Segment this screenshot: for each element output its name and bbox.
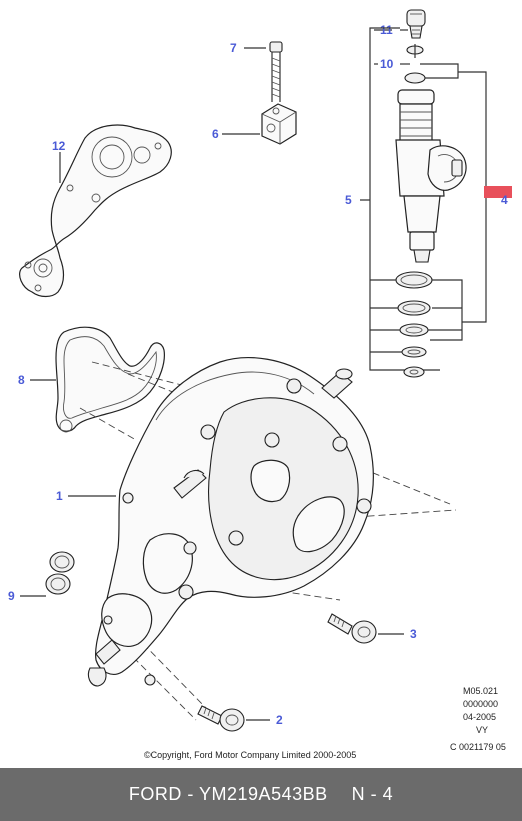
callout-7: 7 [230, 41, 237, 55]
part-6-clamp [261, 103, 297, 145]
part-12-gasket [19, 124, 172, 298]
part-11-bolt [406, 9, 426, 39]
part-1-vacuum-pump [87, 356, 374, 687]
callout-5: 5 [345, 193, 352, 207]
meta-line-5: C 0021179 05 [450, 742, 506, 752]
meta-line-2: 0000000 [463, 699, 498, 709]
part-7-bolt [269, 41, 283, 102]
callout-11: 11 [380, 23, 393, 37]
callout-9: 9 [8, 589, 15, 603]
part-9-o-rings [45, 551, 75, 595]
part-8-pump-gasket [55, 326, 165, 433]
part-4-highlight [484, 186, 512, 198]
part-2-bolt [197, 705, 245, 732]
drawing-meta: M05.021 0000000 04-2005 VY C 0021179 05 [450, 686, 506, 752]
callout-6: 6 [212, 127, 219, 141]
meta-line-4: VY [476, 725, 488, 735]
callout-1: 1 [56, 489, 63, 503]
callout-3: 3 [410, 627, 417, 641]
callout-2: 2 [276, 713, 283, 727]
part-10-washers [404, 44, 426, 84]
callout-12: 12 [52, 139, 66, 153]
meta-line-3: 04-2005 [463, 712, 496, 722]
callout-8: 8 [18, 373, 25, 387]
part-3-bolt [327, 613, 377, 644]
meta-line-1: M05.021 [463, 686, 498, 696]
exploded-parts-diagram: 12 7 6 11 10 [8, 9, 512, 760]
footer-bar: FORD - YM219A543BB N - 4 [0, 768, 522, 821]
footer-page-ref: N - 4 [351, 784, 394, 804]
injector-seal-stack [395, 271, 433, 378]
footer-part-number: FORD - YM219A543BB [128, 784, 328, 804]
copyright-text: ©Copyright, Ford Motor Company Limited 2… [144, 750, 356, 760]
callout-10: 10 [380, 57, 394, 71]
callout-4: 4 [501, 193, 508, 207]
part-5-injector [395, 89, 467, 263]
